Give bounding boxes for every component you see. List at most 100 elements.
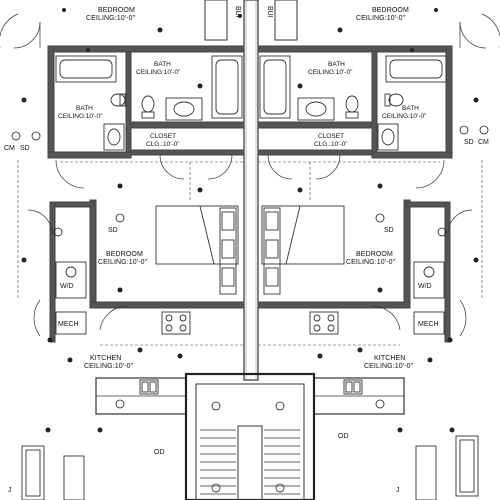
dresser-left [219,207,237,295]
bath-left-lower-ceiling: CEILING:10'-0" [58,113,103,120]
toilet-right-side [388,93,404,107]
mech-right [413,311,445,335]
vanity-left-center [165,97,203,121]
bath-left-lower-name: BATH [76,105,93,112]
kitchen-left-ceiling: CEILING:10'-0" [84,363,134,370]
wall-bath-top-left [49,45,245,53]
bedroom-mid-left-name: BEDROOM [106,251,143,258]
side-table-right [415,445,437,500]
wall-closet-bottom-right [257,149,373,156]
bed-left [155,205,239,265]
wall-bedroom-right-vert [403,199,411,309]
sink-left [139,379,159,395]
side-table-left [63,455,85,500]
bath-right-upper-ceiling: CEILING:10'-0" [308,69,353,76]
room-labels: BEDROOM CEILING:10'-0" BEDROOM CEILING:1… [58,7,427,370]
stair-treads [200,429,300,495]
mech-tag-right: MECH [418,321,439,328]
stair-well [237,425,263,500]
closet-left-ceiling: CLG.:10'-0" [146,141,180,148]
range-left [161,311,191,335]
tub-right-upper [385,55,447,83]
wall-bath-lower-left [47,151,132,159]
vanity-right-center [297,97,335,121]
range-right [309,311,339,335]
sd-tag-bed-right: SD [384,227,394,234]
wall-wd-top-left [49,201,95,208]
bedroom-top-right-name: BEDROOM [372,7,409,14]
j-tag-left: J [8,487,12,494]
sink-right [343,379,363,395]
sofa-left [21,445,45,500]
bui-tag-right: BUI [266,6,273,18]
stair-core [184,372,316,500]
stair-inner [195,383,305,500]
dashed-lines [17,160,483,346]
bedroom-mid-left-ceiling: CEILING:10'-0" [98,259,148,266]
tub-left-center [211,55,243,119]
closet-right-ceiling: CLG.:10'-0" [314,141,348,148]
sd-tag-right: SD [464,139,474,146]
sd-tag-bed-left: SD [108,227,118,234]
toilet-right-center [345,95,359,113]
vanity-left-side [103,123,125,151]
j-tag-right: J [396,487,400,494]
top-duct-left [204,0,228,41]
wall-bedroom-bottom-left [89,301,245,309]
ceiling-lights [21,8,479,433]
mech-tag-left: MECH [58,321,79,328]
bedroom-mid-right-name: BEDROOM [356,251,393,258]
bath-right-lower-name: BATH [402,105,419,112]
bui-tag-left: BUI [234,6,241,18]
wall-wd-left-outer [49,201,56,343]
wall-wd-right-outer [444,201,451,343]
wall-bath-sep-left [125,51,132,157]
toilet-left-center [141,95,155,113]
wd-tag-right: W/D [418,283,432,290]
bath-right-lower-ceiling: CEILING:10'-0" [382,113,427,120]
wall-closet-top-left [130,121,245,129]
bedroom-top-left-ceiling: CEILING:10'-0" [86,15,136,22]
mech-left [55,311,87,335]
bedroom-top-right-ceiling: CEILING:10'-0" [356,15,406,22]
tag-labels: CM SD SD CM SD SD W/D W/D MECH MECH OD O… [4,6,489,494]
wall-bath-lower-right [371,151,453,159]
cm-tag-right: CM [478,139,489,146]
tub-left-upper [55,55,117,83]
wall-bedroom-left-vert [89,199,97,309]
closet-right-name: CLOSET [318,133,344,140]
bedroom-top-left-name: BEDROOM [98,7,135,14]
sofa-right [455,435,479,497]
door-swings [0,13,500,337]
kitchen-left-name: KITCHEN [90,355,121,362]
od-tag-right: OD [338,433,349,440]
dresser-right [263,207,281,295]
wall-wd-top-right [405,201,451,208]
wall-right-bath-vert [445,45,453,159]
bed-right [261,205,345,265]
cm-tag-left: CM [4,145,15,152]
bath-left-upper-name: BATH [154,61,171,68]
top-duct-right [274,0,298,41]
wall-closet-bottom-left [130,149,245,156]
fixtures [21,55,479,500]
wd-tag-left: W/D [60,283,74,290]
tub-right-center [259,55,291,119]
wall-left-bath-vert [47,45,55,159]
detector-symbols [11,125,489,493]
bath-left-upper-ceiling: CEILING:10'-0" [136,69,181,76]
bath-right-upper-name: BATH [328,61,345,68]
kitchen-right-name: KITCHEN [374,355,405,362]
kitchen-right-ceiling: CEILING:10'-0" [364,363,414,370]
wd-left [55,261,87,299]
wd-right [413,261,445,299]
wall-bedroom-bottom-right [257,301,411,309]
sd-tag-left: SD [20,145,30,152]
closet-left-name: CLOSET [150,133,176,140]
center-shaft [243,0,259,381]
bedroom-mid-right-ceiling: CEILING:10'-0" [346,259,396,266]
wall-layer [47,0,453,500]
wall-bath-sep-right [371,51,378,157]
wall-closet-top-right [257,121,373,129]
